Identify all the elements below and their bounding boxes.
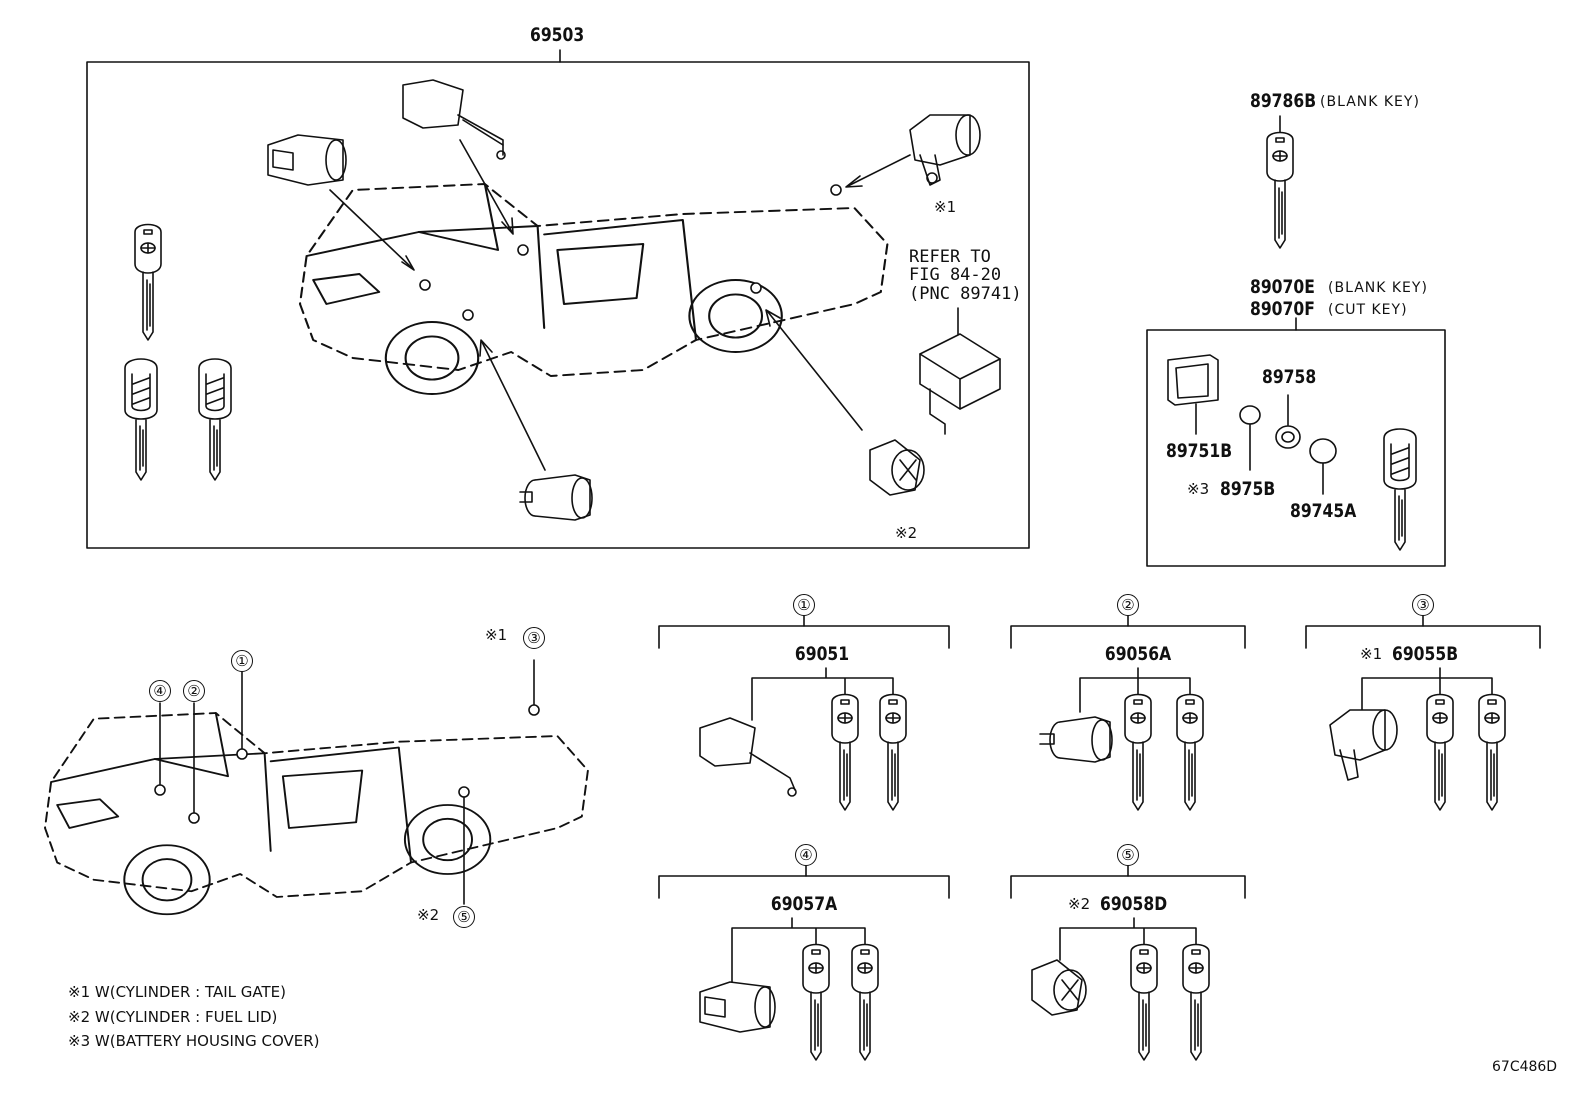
set-5-number[interactable]: 69058D [1100, 893, 1168, 915]
callout-5[interactable]: ⑤ [453, 906, 475, 928]
set-2-number[interactable]: 69056A [1104, 643, 1172, 665]
callout-1[interactable]: ① [231, 650, 253, 672]
set-3-callout[interactable]: ③ [1412, 594, 1434, 616]
tailgate-cylinder-mark: ※1 [934, 198, 957, 216]
set-1-part-number[interactable]: 69051 [795, 645, 849, 664]
refer-note-line-2: FIG 84-20 [909, 265, 1002, 286]
transmitter-desc-2: (CUT KEY) [1328, 302, 1408, 318]
refer-note-line-3[interactable]: (PNC 89741) [909, 283, 1022, 304]
figure-code: 67C486D [1492, 1059, 1558, 1075]
callout-3[interactable]: ③ [523, 627, 545, 649]
note-3: ※3 W(BATTERY HOUSING COVER) [68, 1032, 320, 1050]
set-4-callout[interactable]: ④ [795, 844, 817, 866]
housing-part-number[interactable]: 89751B [1166, 440, 1233, 462]
set-5-callout[interactable]: ⑤ [1117, 844, 1139, 866]
spacer-part-number[interactable]: 89758 [1262, 366, 1317, 388]
set-5-mark: ※2 [1068, 895, 1091, 913]
transmitter-label-2: 89070F (CUT KEY) [1250, 298, 1407, 320]
set-1-number[interactable]: 69051 [794, 643, 850, 665]
refer-note: REFER TO FIG 84-20 (PNC 89741) [909, 248, 1022, 303]
set-3-mark: ※1 [1360, 645, 1383, 663]
callout-4[interactable]: ④ [149, 680, 171, 702]
note-2: ※2 W(CYLINDER : FUEL LID) [68, 1008, 278, 1026]
transmitter-label-1: 89070E (BLANK KEY) [1250, 276, 1427, 298]
battery-part-number[interactable]: 89745A [1290, 500, 1357, 522]
blank-key-label: 89786B (BLANK KEY) [1250, 90, 1419, 112]
note-1: ※1 W(CYLINDER : TAIL GATE) [68, 983, 286, 1001]
blank-key-part-number[interactable]: 89786B [1250, 90, 1317, 112]
main-assembly-part-number[interactable]: 69503 [530, 24, 585, 46]
cover-mark: ※3 [1187, 480, 1210, 498]
transmitter-part-number-1[interactable]: 89070E [1250, 276, 1315, 298]
transmitter-part-number-2[interactable]: 89070F [1250, 298, 1315, 320]
fuel-lid-cylinder-mark: ※2 [895, 524, 918, 542]
set-4-number[interactable]: 69057A [770, 893, 838, 915]
blank-key-desc: (BLANK KEY) [1320, 94, 1420, 110]
transmitter-desc-1: (BLANK KEY) [1328, 280, 1428, 296]
set-4-part-number[interactable]: 69057A [771, 895, 837, 914]
callout-2[interactable]: ② [183, 680, 205, 702]
cover-part-number[interactable]: 8975B [1220, 478, 1276, 500]
set-3-number[interactable]: 69055B [1392, 643, 1459, 665]
callout-5-mark: ※2 [417, 906, 440, 924]
callout-3-mark: ※1 [485, 626, 508, 644]
set-2-callout[interactable]: ② [1117, 594, 1139, 616]
set-2-part-number[interactable]: 69056A [1105, 645, 1171, 664]
set-1-callout[interactable]: ① [793, 594, 815, 616]
refer-note-line-1: REFER TO [909, 247, 991, 267]
